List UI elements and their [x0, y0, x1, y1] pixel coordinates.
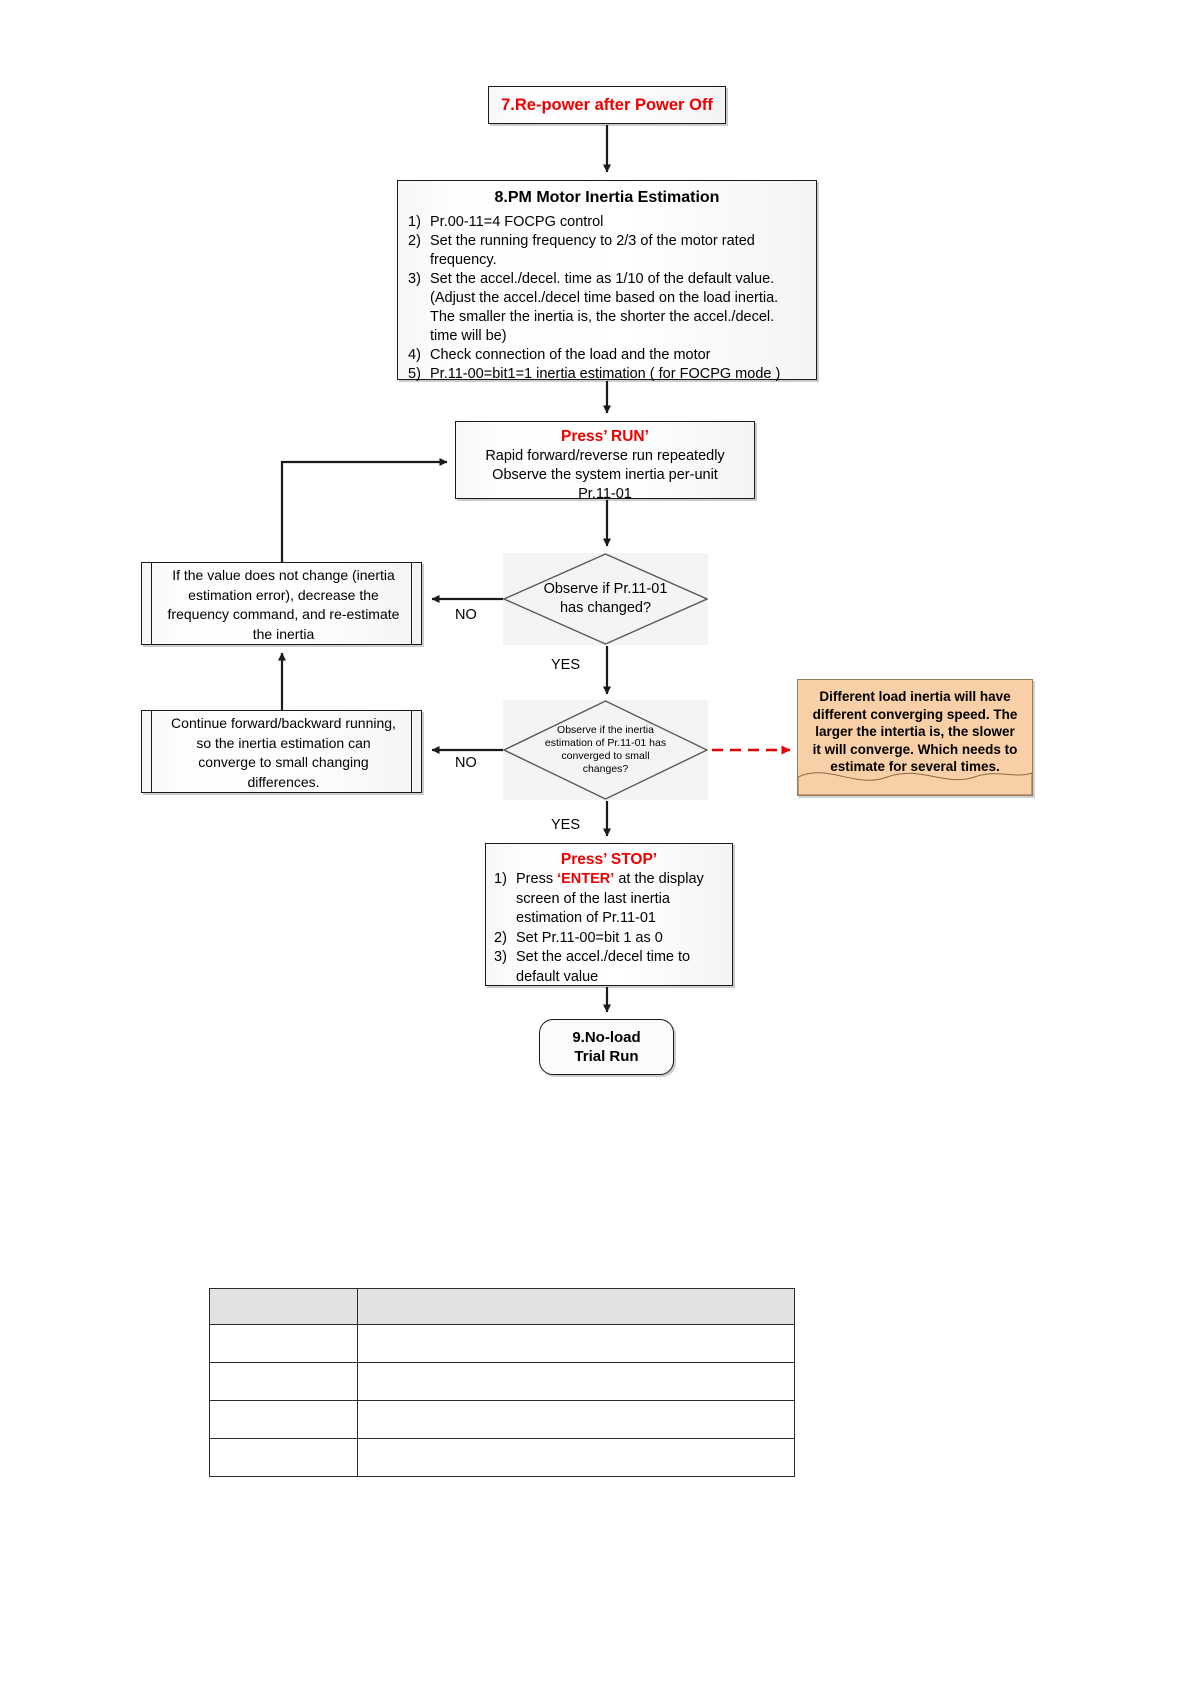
- stop-item-enter-keyword: ‘ENTER’: [557, 871, 615, 887]
- table-cell-2: [357, 1362, 795, 1401]
- stop-item-text: Press ‘ENTER’ at the display: [516, 870, 724, 890]
- decision1-text: Observe if Pr.11-01 has changed?: [543, 581, 668, 616]
- edge-label-yes-1: YES: [551, 657, 581, 673]
- terminal-line: 9.No-load: [572, 1029, 641, 1046]
- table-row: [209, 1362, 795, 1401]
- table-row: [209, 1324, 795, 1363]
- stop-item-continuation: screen of the last inertia: [516, 890, 670, 907]
- note-body: Different load inertia will have differe…: [798, 680, 1032, 776]
- pm-item: 5) Pr.11-00=bit1=1 inertia estimation ( …: [408, 365, 806, 384]
- stop-item: 3) Set the accel./decel time to: [494, 948, 724, 968]
- box-inner-rule-left: [151, 711, 152, 792]
- terminal-line: Trial Run: [574, 1048, 639, 1065]
- table-header-cell-1: [209, 1288, 358, 1325]
- press-run-title: Press’ RUN’: [561, 428, 649, 445]
- edge-label-yes-2: YES: [551, 817, 581, 833]
- feedback2-line: so the inertia estimation can: [196, 734, 371, 751]
- feedback1-line: the inertia: [252, 625, 315, 642]
- pm-item-text: Set the accel./decel. time as 1/10 of th…: [430, 271, 775, 287]
- table-cell-2: [357, 1324, 795, 1363]
- table-cell-2: [357, 1438, 795, 1477]
- box-inner-rule-left: [151, 563, 152, 644]
- pm-item-text: Pr.00-11=4 FOCPG control: [430, 214, 604, 230]
- stop-item-marker: 3): [494, 949, 507, 965]
- table-header-cell-2: [357, 1288, 795, 1325]
- pm-item: 1) Pr.00-11=4 FOCPG control: [408, 213, 806, 232]
- feedback2-line: converge to small changing: [198, 754, 369, 770]
- box-inner-rule-right: [411, 711, 412, 792]
- table-cell-1: [209, 1324, 358, 1363]
- stop-item-marker: 1): [494, 871, 507, 887]
- pm-item: 2) Set the running frequency to 2/3 of t…: [408, 232, 806, 251]
- decision-diamond-shape: [503, 553, 708, 645]
- pm-item-marker: 3): [408, 271, 421, 287]
- decision-inertia-converged: Observe if the inertia estimation of Pr.…: [503, 700, 708, 800]
- box-inner-rule-right: [411, 563, 412, 644]
- table-cell-1: [209, 1362, 358, 1401]
- note-line: estimate for several times.: [830, 759, 1000, 774]
- pm-item: 4) Check connection of the load and the …: [408, 346, 806, 365]
- node-feedback-continue-running: Continue forward/backward running, so th…: [141, 710, 422, 793]
- stop-item-continuation: estimation of Pr.11-01: [516, 910, 656, 926]
- pm-item-marker: 1): [408, 214, 421, 230]
- note-converging-speed: Different load inertia will have differe…: [797, 679, 1033, 796]
- note-line: Different load inertia will have: [819, 689, 1011, 704]
- stop-item: 2) Set Pr.11-00=bit 1 as 0: [494, 929, 724, 949]
- feedback2-line: Continue forward/backward running,: [171, 715, 396, 731]
- pm-header: 8.PM Motor Inertia Estimation: [494, 189, 720, 206]
- pm-item-continuation: (Adjust the accel./decel time based on t…: [430, 290, 779, 306]
- pm-item-continuation: time will be): [430, 328, 507, 344]
- pm-item-continuation: The smaller the inertia is, the shorter …: [430, 309, 775, 325]
- press-run-line: Rapid forward/reverse run repeatedly: [485, 448, 725, 464]
- stop-item-post: at the display: [614, 871, 704, 887]
- pm-item-text: Check connection of the load and the mot…: [430, 347, 711, 363]
- press-run-line: Observe the system inertia per-unit: [492, 467, 718, 483]
- feedback2-line: differences.: [247, 773, 320, 790]
- stop-item-pre: Press: [516, 871, 558, 887]
- repower-title: 7.Re-power after Power Off: [501, 95, 713, 114]
- stop-item: 1) Press ‘ENTER’ at the display: [494, 870, 724, 890]
- pm-item-text: Pr.11-00=bit1=1 inertia estimation ( for…: [430, 366, 781, 382]
- note-line: larger the intertia is, the slower: [815, 724, 1015, 739]
- node-press-stop: Press’ STOP’ 1) Press ‘ENTER’ at the dis…: [485, 843, 733, 986]
- feedback1-line: frequency command, and re-estimate: [167, 606, 400, 622]
- node-feedback-decrease-frequency: If the value does not change (inertia es…: [141, 562, 422, 645]
- feedback1-line: If the value does not change (inertia: [172, 567, 395, 583]
- stop-item-text: Set Pr.11-00=bit 1 as 0: [516, 929, 663, 946]
- feedback1-line: estimation error), decrease the: [188, 586, 379, 603]
- bottom-table: [209, 1288, 795, 1477]
- decision-diamond-shape: [503, 700, 708, 800]
- stop-item-continuation: default value: [516, 968, 599, 985]
- table-header-row: [209, 1288, 795, 1325]
- stop-item-marker: 2): [494, 929, 507, 946]
- note-wave-decoration: [798, 772, 1032, 795]
- node-repower: 7.Re-power after Power Off: [488, 86, 726, 124]
- stop-item-text: Set the accel./decel time to: [516, 949, 691, 965]
- node-terminal-no-load-trial-run: 9.No-load Trial Run: [539, 1019, 674, 1075]
- edge-label-no-2: NO: [455, 755, 477, 771]
- decision-pr1101-changed: Observe if Pr.11-01 has changed?: [503, 553, 708, 645]
- press-run-line: Pr.11-01: [578, 486, 632, 502]
- node-press-run: Press’ RUN’ Rapid forward/reverse run re…: [455, 421, 755, 502]
- pm-item-continuation: frequency.: [430, 252, 497, 268]
- pm-item-text: Set the running frequency to 2/3 of the …: [430, 233, 755, 249]
- table-cell-1: [209, 1400, 358, 1439]
- table-row: [209, 1438, 795, 1477]
- pm-item-marker: 5): [408, 366, 421, 382]
- table-row: [209, 1400, 795, 1439]
- node-pm-inertia-estimation: 8.PM Motor Inertia Estimation 1) Pr.00-1…: [397, 180, 817, 382]
- decision2-text: Observe if the inertia estimation of Pr.…: [544, 724, 667, 775]
- edge-label-no-1: NO: [455, 607, 477, 623]
- table-cell-2: [357, 1400, 795, 1439]
- pm-item-marker: 2): [408, 233, 421, 249]
- pm-item-marker: 4): [408, 347, 421, 363]
- pm-item: 3) Set the accel./decel. time as 1/10 of…: [408, 270, 806, 289]
- note-line: different converging speed. The: [812, 706, 1018, 722]
- table-cell-1: [209, 1438, 358, 1477]
- press-stop-title: Press’ STOP’: [560, 851, 658, 868]
- note-line: it will converge. Which needs to: [812, 741, 1018, 757]
